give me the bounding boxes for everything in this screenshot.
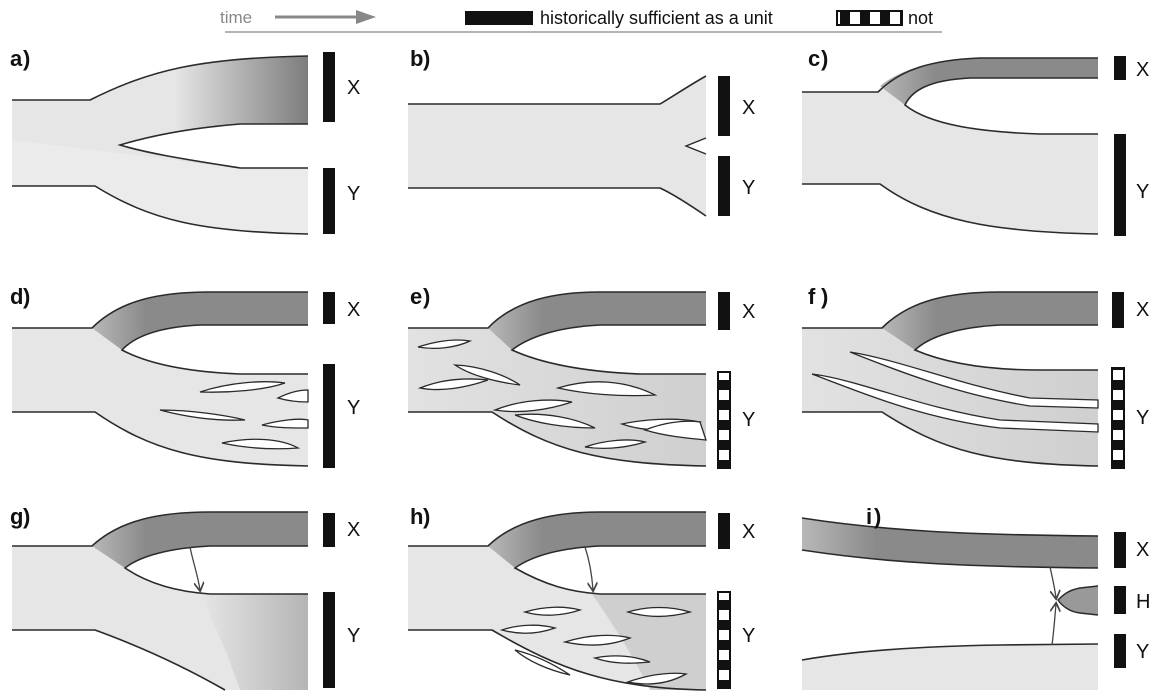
- unit-bar-solid: [718, 513, 730, 549]
- unit-label-y: Y: [347, 397, 360, 419]
- legend: time historically sufficient as a unit n…: [220, 8, 942, 32]
- unit-bar-solid: [1112, 292, 1124, 328]
- svg-text:): ): [423, 46, 430, 71]
- unit-bar-checkered: [1112, 368, 1124, 468]
- unit-label-h: H: [1136, 591, 1150, 613]
- svg-text:): ): [821, 284, 828, 309]
- transfer-arrow-icon: [190, 547, 200, 590]
- unit-label-y: Y: [742, 177, 755, 199]
- svg-text:): ): [821, 46, 828, 71]
- svg-text:): ): [423, 284, 430, 309]
- svg-text:): ): [23, 284, 30, 309]
- panel-a: a ) X Y: [10, 46, 360, 234]
- unit-bar-solid: [1114, 586, 1126, 614]
- unit-label-x: X: [347, 77, 360, 99]
- unit-label-y: Y: [742, 409, 755, 431]
- unit-label-x: X: [1136, 59, 1149, 81]
- legend-solid-bar-icon: [465, 11, 533, 25]
- transfer-arrow-icon: [585, 547, 593, 590]
- panel-label-b: b: [410, 46, 423, 71]
- unit-bar-solid: [718, 76, 730, 136]
- unit-label-y: Y: [742, 625, 755, 647]
- panel-label-h: h: [410, 504, 423, 529]
- panel-d: d ) X Y: [10, 284, 360, 468]
- unit-bar-solid: [718, 156, 730, 216]
- panel-b: b ) X Y: [408, 46, 755, 216]
- unit-label-x: X: [1136, 299, 1149, 321]
- unit-label-x: X: [742, 521, 755, 543]
- svg-text:): ): [423, 504, 430, 529]
- unit-label-y: Y: [347, 183, 360, 205]
- legend-checkered-bar-icon: [837, 11, 902, 25]
- transfer-arrow-icon: [1050, 567, 1056, 598]
- legend-time-label: time: [220, 8, 252, 27]
- panel-label-a: a: [10, 46, 23, 71]
- panel-label-f: f: [808, 284, 816, 309]
- legend-not-label: not: [908, 8, 933, 28]
- unit-bar-solid: [718, 292, 730, 330]
- unit-label-x: X: [1136, 539, 1149, 561]
- unit-bar-solid: [323, 592, 335, 688]
- panel-h: h ) X Y: [408, 504, 755, 690]
- transfer-arrow-icon: [1052, 604, 1056, 645]
- panel-e: e ) X Y: [408, 284, 755, 468]
- unit-label-x: X: [347, 299, 360, 321]
- panel-label-d: d: [10, 284, 23, 309]
- panel-label-i: i: [866, 504, 872, 529]
- svg-text:): ): [23, 46, 30, 71]
- unit-label-x: X: [742, 97, 755, 119]
- unit-bar-solid: [323, 168, 335, 234]
- unit-label-y: Y: [1136, 407, 1149, 429]
- unit-label-y: Y: [347, 625, 360, 647]
- unit-bar-checkered: [718, 372, 730, 468]
- unit-bar-solid: [1114, 634, 1126, 668]
- panel-g: g ) X Y: [10, 504, 360, 690]
- unit-label-x: X: [742, 301, 755, 323]
- unit-bar-checkered: [718, 592, 730, 688]
- svg-text:): ): [23, 504, 30, 529]
- unit-bar-solid: [323, 364, 335, 468]
- unit-label-x: X: [347, 519, 360, 541]
- panel-label-g: g: [10, 504, 23, 529]
- unit-bar-solid: [1114, 134, 1126, 236]
- time-arrow-icon: [275, 10, 376, 24]
- unit-label-y: Y: [1136, 181, 1149, 203]
- panel-label-c: c: [808, 46, 820, 71]
- panel-i: i ) X H Y: [802, 504, 1150, 690]
- unit-bar-solid: [1114, 56, 1126, 80]
- unit-bar-solid: [323, 292, 335, 324]
- unit-bar-solid: [1114, 532, 1126, 568]
- panel-c: c ) X Y: [802, 46, 1149, 236]
- legend-sufficient-label: historically sufficient as a unit: [540, 8, 773, 28]
- unit-label-y: Y: [1136, 641, 1149, 663]
- panel-label-e: e: [410, 284, 422, 309]
- unit-bar-solid: [323, 513, 335, 547]
- panel-f: f ) X Y: [802, 284, 1149, 468]
- svg-text:): ): [874, 504, 881, 529]
- unit-bar-solid: [323, 52, 335, 122]
